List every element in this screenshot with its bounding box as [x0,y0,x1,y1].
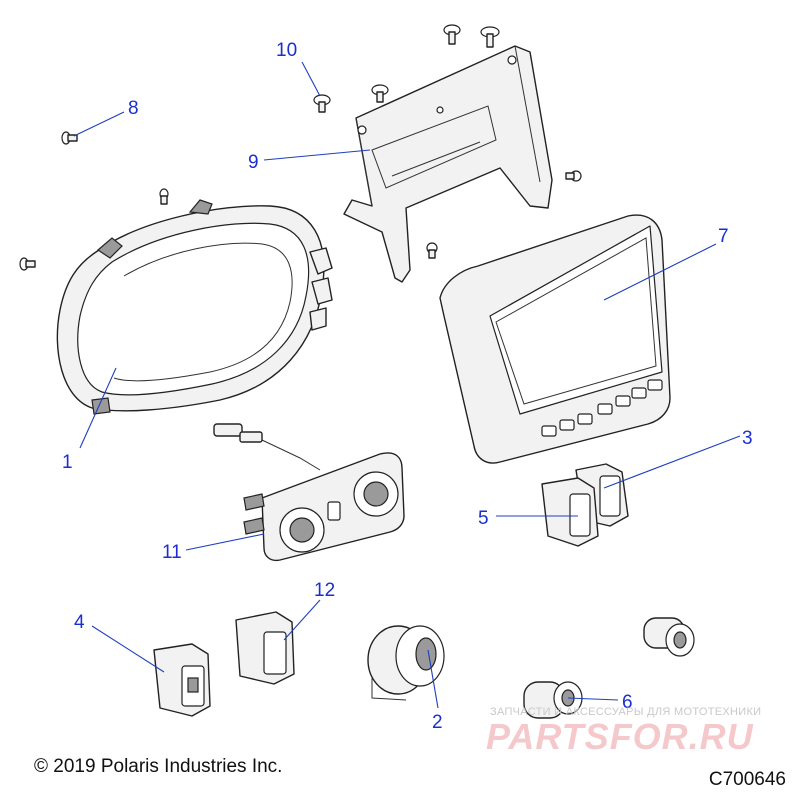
callout-2: 2 [432,712,443,733]
watermark-tagline: ЗАПЧАСТИ И АКСЕССУАРЫ ДЛЯ МОТОТЕХНИКИ [490,706,762,718]
climate-control-panel [213,423,405,562]
screw-cluster-top [159,188,169,205]
callout-10: 10 [276,40,297,61]
callout-7: 7 [718,226,729,247]
callout-numbers: 1 2 3 4 5 6 7 8 9 10 11 12 [62,40,753,733]
callout-11: 11 [162,542,182,563]
screw-bracket-right [565,170,582,182]
screws [19,24,582,271]
display-unit [439,214,671,464]
copyright-notice: © 2019 Polaris Industries Inc. [34,756,283,777]
callout-5: 5 [478,508,489,529]
mounting-bracket [343,45,553,283]
leader-lines [73,61,741,709]
rocker-switch-item-5 [541,477,599,547]
callout-12: 12 [314,580,335,601]
display-buttons [541,379,663,437]
accessory-socket [643,617,695,657]
screw-item-10 [313,94,331,113]
callout-4: 4 [74,612,85,633]
screw-left-cluster [19,257,36,271]
callout-8: 8 [128,98,139,119]
screw-bracket-top [371,84,389,103]
diagram-id: C700646 [708,769,786,790]
callout-3: 3 [742,428,753,449]
screw-top-left-1 [443,24,461,45]
instrument-cluster [56,199,333,415]
switch-item-12 [235,611,295,685]
switch-item-4 [153,643,211,717]
watermark-logo: PARTSFOR.RU [486,716,754,757]
screw-bracket-low [426,242,438,259]
callout-6: 6 [622,692,633,713]
screw-top-right-1 [480,26,500,48]
screw-item-8 [61,131,78,145]
ignition-switch [367,625,445,701]
callout-9: 9 [248,152,259,173]
callout-1: 1 [62,452,73,473]
